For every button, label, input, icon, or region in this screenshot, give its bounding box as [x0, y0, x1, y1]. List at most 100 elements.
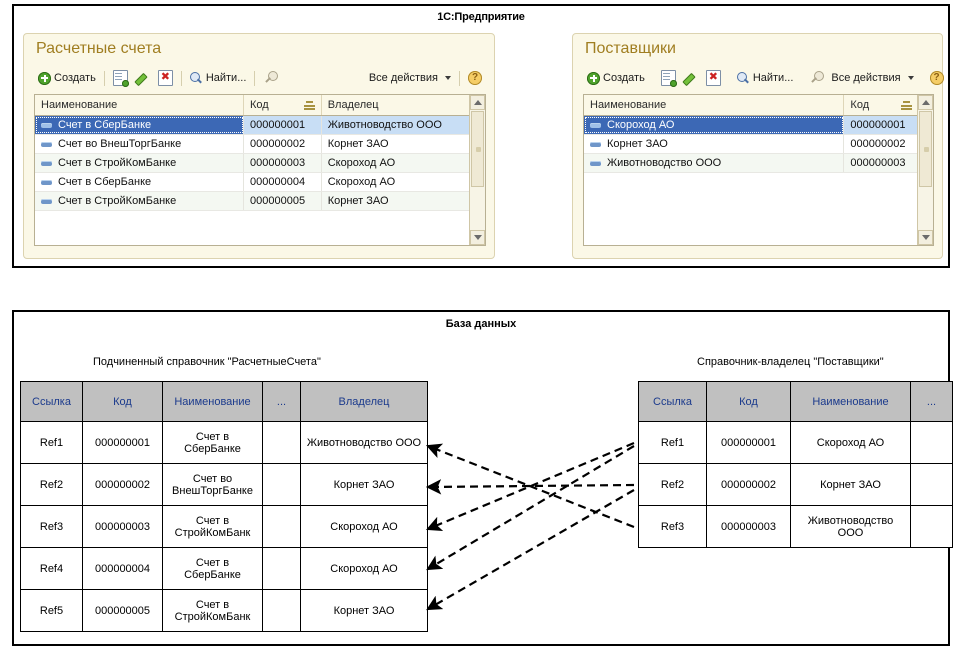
1c-enterprise-window: 1С:Предприятие Расчетные счета Создать ✖…	[12, 4, 950, 268]
cell-code: 000000004	[82, 547, 163, 590]
table-header-row: Ссылка Код Наименование ... Владелец	[20, 381, 428, 422]
cell-ref: Ref2	[638, 463, 707, 506]
table-row[interactable]: Счет в СберБанке 000000001 Животноводств…	[35, 116, 470, 135]
scroll-up-button[interactable]	[918, 95, 933, 110]
column-header-name[interactable]: Наименование	[584, 95, 845, 115]
help-button[interactable]: ?	[926, 70, 948, 86]
create-button[interactable]: Создать	[583, 71, 649, 86]
sort-ascending-icon	[303, 100, 315, 110]
table-row[interactable]: Счет в СтройКомБанке 000000003 Скороход …	[35, 154, 470, 173]
scrollbar-grip	[924, 147, 929, 152]
cell-ref: Ref1	[20, 421, 83, 464]
record-marker-icon	[41, 122, 52, 128]
vertical-scrollbar[interactable]	[469, 95, 485, 245]
cell-name: Корнет ЗАО	[584, 135, 845, 153]
column-header-owner[interactable]: Владелец	[327, 99, 379, 111]
cancel-find-icon	[263, 71, 279, 85]
cell-code: 000000001	[244, 116, 322, 134]
delete-icon: ✖	[705, 70, 721, 86]
cell-ref: Ref5	[20, 589, 83, 632]
panel-suppliers-toolbar: Создать ✖ Найти... Все действия	[583, 67, 944, 89]
cell-code: 000000005	[82, 589, 163, 632]
find-button-label: Найти...	[205, 72, 247, 84]
panel-accounts-title: Расчетные счета	[36, 40, 162, 57]
scroll-down-button[interactable]	[918, 230, 933, 245]
cell-name: Счет в СтройКомБанке	[35, 154, 245, 172]
table-row: Ref1 000000001 Скороход АО	[638, 421, 953, 464]
cell-name-text: Счет в СтройКомБанке	[58, 157, 177, 169]
triangle-down-icon	[473, 235, 482, 240]
cell-name: Счет в СтройКомБанке	[35, 192, 245, 210]
scroll-down-button[interactable]	[470, 230, 485, 245]
table-row[interactable]: Скороход АО 000000001	[584, 116, 918, 135]
accounts-grid-header: Наименование Код Владелец	[35, 95, 470, 116]
cell-ellipsis	[262, 505, 301, 548]
cancel-find-button[interactable]	[805, 70, 827, 86]
cell-owner: Скороход АО	[327, 176, 396, 188]
table-row[interactable]: Счет в СтройКомБанке 000000005 Корнет ЗА…	[35, 192, 470, 211]
cell-ellipsis	[262, 589, 301, 632]
edit-button[interactable]	[680, 70, 702, 86]
cell-ellipsis	[262, 547, 301, 590]
cell-code: 000000002	[244, 135, 322, 153]
edit-button[interactable]	[132, 70, 154, 86]
cell-owner: Корнет ЗАО	[300, 589, 428, 632]
cell-name-text: Счет во ВнешТоргБанке	[58, 138, 182, 150]
table-row[interactable]: Корнет ЗАО 000000002	[584, 135, 918, 154]
cell-code: 000000002	[850, 138, 906, 150]
cell-code: 000000004	[244, 173, 322, 191]
scrollbar-thumb[interactable]	[471, 111, 484, 187]
find-button[interactable]: Найти...	[733, 71, 798, 86]
header-name: Наименование	[162, 381, 263, 422]
left-table-caption: Подчиненный справочник "РасчетныеСчета"	[93, 356, 321, 368]
table-row[interactable]: Счет во ВнешТоргБанке 000000002 Корнет З…	[35, 135, 470, 154]
column-header-code[interactable]: Код	[844, 95, 918, 115]
all-actions-menu[interactable]: Все действия	[365, 71, 455, 85]
search-icon	[736, 71, 750, 85]
table-row[interactable]: Животноводство ООО 000000003	[584, 154, 918, 173]
cell-owner: Животноводство ООО	[300, 421, 428, 464]
scrollbar-thumb[interactable]	[919, 111, 932, 187]
cancel-find-button[interactable]	[259, 70, 281, 86]
record-marker-icon	[590, 160, 601, 166]
vertical-scrollbar[interactable]	[917, 95, 933, 245]
copy-button[interactable]	[109, 69, 132, 87]
record-marker-icon	[590, 141, 601, 147]
cell-name-text: Счет в СберБанке	[58, 176, 152, 188]
cell-name: Счет в СтройКомБанк	[162, 505, 263, 548]
cell-code: 000000003	[706, 505, 791, 548]
column-header-code[interactable]: Код	[244, 95, 322, 115]
find-button-label: Найти...	[752, 72, 794, 84]
sort-ascending-icon	[901, 100, 912, 110]
create-button[interactable]: Создать	[34, 71, 100, 86]
all-actions-menu[interactable]: Все действия	[827, 71, 917, 85]
help-button[interactable]: ?	[464, 70, 486, 86]
table-row[interactable]: Счет в СберБанке 000000004 Скороход АО	[35, 173, 470, 192]
owner-catalog-table: Ссылка Код Наименование ... Ref1 0000000…	[638, 381, 953, 548]
copy-button[interactable]	[657, 69, 680, 87]
chevron-down-icon	[907, 76, 914, 80]
help-icon: ?	[468, 71, 482, 85]
header-code: Код	[82, 381, 163, 422]
database-title: База данных	[445, 318, 517, 330]
table-row: Ref3 000000003 Счет в СтройКомБанк Скоро…	[20, 505, 428, 548]
cell-name: Счет во ВнешТоргБанке	[35, 135, 245, 153]
suppliers-grid: Наименование Код Скороход АО 000000001	[583, 94, 934, 246]
cell-owner: Корнет ЗАО	[327, 195, 389, 207]
cell-name-text: Корнет ЗАО	[607, 138, 668, 150]
cancel-find-icon	[809, 71, 825, 85]
table-row: Ref1 000000001 Счет в СберБанке Животнов…	[20, 421, 428, 464]
delete-icon: ✖	[157, 70, 173, 86]
panel-accounts: Расчетные счета Создать ✖ Найти...	[23, 33, 495, 259]
delete-button[interactable]: ✖	[702, 69, 725, 87]
table-header-row: Ссылка Код Наименование ...	[638, 381, 953, 422]
copy-icon	[660, 70, 677, 87]
find-button[interactable]: Найти...	[186, 71, 251, 86]
record-marker-icon	[41, 141, 52, 147]
scroll-up-button[interactable]	[470, 95, 485, 110]
delete-button[interactable]: ✖	[154, 69, 177, 87]
record-marker-icon	[41, 160, 52, 166]
cell-name: Корнет ЗАО	[790, 463, 911, 506]
header-code: Код	[706, 381, 791, 422]
column-header-name[interactable]: Наименование	[35, 95, 245, 115]
